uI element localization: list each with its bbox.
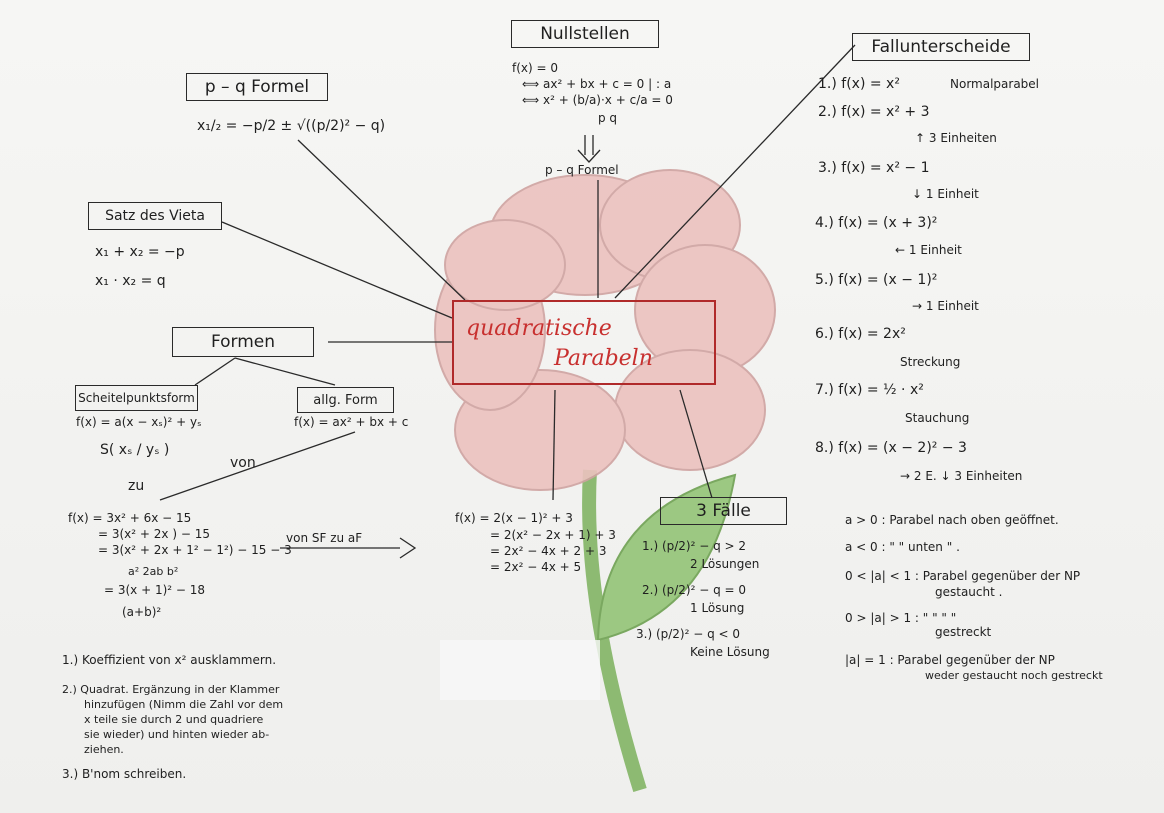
pq-formula: x₁/₂ = −p/2 ± √((p/2)² − q) bbox=[197, 118, 386, 134]
von-label: von bbox=[230, 455, 256, 471]
central-topic-line1: quadratische bbox=[466, 316, 612, 341]
a-rule-7: |a| = 1 : Parabel gegenüber der NP bbox=[845, 653, 1055, 667]
von-sf-zu-af-label: von SF zu aF bbox=[286, 531, 363, 545]
fu-7-note: Stauchung bbox=[905, 411, 970, 425]
step-1: 1.) Koeffizient von x² ausklammern. bbox=[62, 653, 277, 667]
flower-stem bbox=[582, 469, 647, 793]
fu-4-note: ← 1 Einheit bbox=[895, 243, 962, 257]
vieta-line-1: x₁ + x₂ = −p bbox=[95, 244, 185, 260]
scheitelpunktsform-formula: f(x) = a(x − xₛ)² + yₛ bbox=[76, 415, 202, 429]
step-2-line-5: ziehen. bbox=[84, 743, 124, 756]
fall-2-condition: 2.) (p/2)² − q = 0 bbox=[642, 583, 747, 597]
fu-4-function: 4.) f(x) = (x + 3)² bbox=[815, 215, 938, 231]
fall-1-result: 2 Lösungen bbox=[690, 557, 760, 571]
formen-box: Formen bbox=[172, 327, 314, 357]
a-rule-5: 0 > |a| > 1 : " " " " bbox=[845, 611, 957, 625]
example-left-line-4: a² 2ab b² bbox=[128, 565, 179, 578]
fallunterscheidung-box: Fallunterscheide bbox=[852, 33, 1030, 61]
fu-3-function: 3.) f(x) = x² − 1 bbox=[818, 160, 930, 176]
vieta-box: Satz des Vieta bbox=[88, 202, 222, 230]
fu-3-note: ↓ 1 Einheit bbox=[912, 187, 979, 201]
step-2-line-1: 2.) Quadrat. Ergänzung in der Klammer bbox=[62, 683, 280, 696]
example-left-line-2: = 3(x² + 2x ) − 15 bbox=[98, 527, 210, 541]
scheitelpunktsform-box: Scheitelpunktsform bbox=[75, 385, 198, 411]
example-left-line-5: = 3(x + 1)² − 18 bbox=[104, 583, 206, 597]
flower-petals bbox=[434, 169, 776, 491]
example-mid-line-1: f(x) = 2(x − 1)² + 3 bbox=[455, 511, 573, 525]
fu-5-function: 5.) f(x) = (x − 1)² bbox=[815, 272, 938, 288]
connector-lines bbox=[159, 44, 856, 559]
a-rule-8: weder gestaucht noch gestreckt bbox=[925, 669, 1103, 682]
fu-8-function: 8.) f(x) = (x − 2)² − 3 bbox=[815, 440, 967, 456]
central-topic-box: quadratische Parabeln bbox=[452, 300, 716, 385]
fu-2-function: 2.) f(x) = x² + 3 bbox=[818, 104, 930, 120]
example-left-line-6: (a+b)² bbox=[122, 605, 162, 619]
fu-5-note: → 1 Einheit bbox=[912, 299, 979, 313]
nullstellen-arrow-label: p – q Formel bbox=[545, 163, 619, 177]
fall-1-condition: 1.) (p/2)² − q > 2 bbox=[642, 539, 747, 553]
pq-formel-box: p – q Formel bbox=[186, 73, 328, 101]
fall-3-result: Keine Lösung bbox=[690, 645, 770, 659]
scheitelpunkt-point: S( xₛ / yₛ ) bbox=[100, 442, 170, 458]
allgemeine-form-formula: f(x) = ax² + bx + c bbox=[294, 415, 409, 429]
fu-6-function: 6.) f(x) = 2x² bbox=[815, 326, 906, 342]
example-left-line-3: = 3(x² + 2x + 1² − 1²) − 15 − 3 bbox=[98, 543, 292, 557]
step-2-line-2: hinzufügen (Nimm die Zahl vor dem bbox=[84, 698, 284, 711]
a-rule-3: 0 < |a| < 1 : Parabel gegenüber der NP bbox=[845, 569, 1081, 583]
nullstellen-line-2: ⟺ ax² + bx + c = 0 | : a bbox=[522, 77, 672, 91]
fall-2-result: 1 Lösung bbox=[690, 601, 745, 615]
example-mid-line-2: = 2(x² − 2x + 1) + 3 bbox=[490, 528, 616, 542]
step-2-line-3: x teile sie durch 2 und quadriere bbox=[84, 713, 264, 726]
nullstellen-line-3: ⟺ x² + (b/a)·x + c/a = 0 bbox=[522, 93, 673, 107]
nullstellen-box: Nullstellen bbox=[511, 20, 659, 48]
vieta-line-2: x₁ · x₂ = q bbox=[95, 273, 166, 289]
fu-1-function: 1.) f(x) = x² bbox=[818, 76, 900, 92]
a-rule-1: a > 0 : Parabel nach oben geöffnet. bbox=[845, 513, 1059, 527]
example-left-line-1: f(x) = 3x² + 6x − 15 bbox=[68, 511, 192, 525]
a-rule-2: a < 0 : " " unten " . bbox=[845, 540, 960, 554]
a-rule-6: gestreckt bbox=[935, 625, 992, 639]
allgemeine-form-box: allg. Form bbox=[297, 387, 394, 413]
central-topic-line2: Parabeln bbox=[554, 346, 653, 371]
fu-1-note: Normalparabel bbox=[950, 77, 1040, 91]
a-rule-4: gestaucht . bbox=[935, 585, 1003, 599]
fu-7-function: 7.) f(x) = ½ · x² bbox=[815, 382, 924, 398]
eraser-smudge bbox=[440, 640, 600, 700]
zu-label: zu bbox=[128, 478, 145, 494]
fu-6-note: Streckung bbox=[900, 355, 961, 369]
step-2-line-4: sie wieder) und hinten wieder ab- bbox=[84, 728, 270, 741]
fall-3-condition: 3.) (p/2)² − q < 0 bbox=[636, 627, 741, 641]
fu-8-note: → 2 E. ↓ 3 Einheiten bbox=[900, 469, 1023, 483]
drei-faelle-box: 3 Fälle bbox=[660, 497, 787, 525]
nullstellen-line-4: p q bbox=[598, 111, 618, 125]
step-3: 3.) B'nom schreiben. bbox=[62, 767, 187, 781]
example-mid-line-3: = 2x² − 4x + 2 + 3 bbox=[490, 544, 607, 558]
fu-2-note: ↑ 3 Einheiten bbox=[915, 131, 997, 145]
flower-leaf bbox=[596, 473, 737, 642]
nullstellen-line-1: f(x) = 0 bbox=[512, 61, 559, 75]
example-mid-line-4: = 2x² − 4x + 5 bbox=[490, 560, 582, 574]
